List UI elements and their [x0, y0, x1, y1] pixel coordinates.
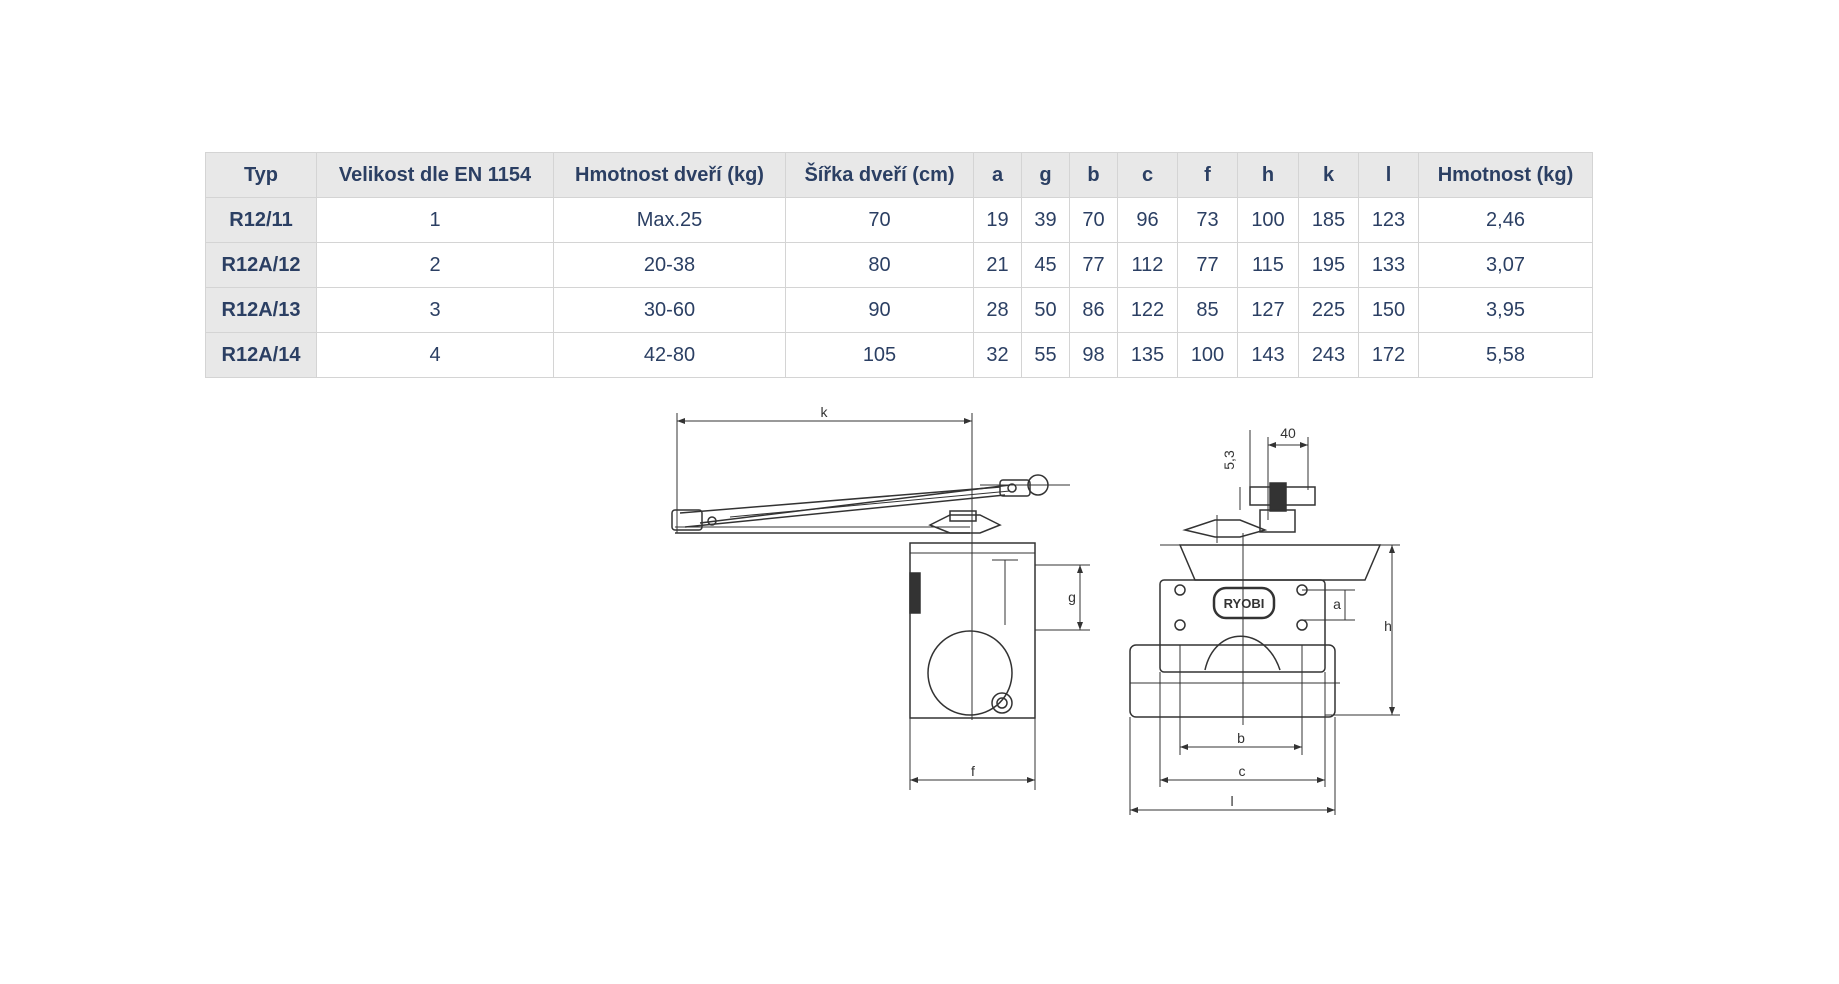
cell-type: R12A/13	[205, 287, 317, 333]
table-cell: 32	[973, 332, 1022, 378]
table-cell: 86	[1069, 287, 1118, 333]
table-cell: 70	[1069, 197, 1118, 243]
table-cell: 143	[1237, 332, 1299, 378]
table-header-row: Typ Velikost dle EN 1154 Hmotnost dveří …	[205, 152, 1593, 198]
header-h: h	[1237, 152, 1299, 198]
header-door-weight: Hmotnost dveří (kg)	[553, 152, 786, 198]
table-cell: 77	[1177, 242, 1238, 288]
header-l: l	[1358, 152, 1419, 198]
table-cell: Max.25	[553, 197, 786, 243]
table-cell: 123	[1358, 197, 1419, 243]
table-cell: 135	[1117, 332, 1178, 378]
table-cell: 42-80	[553, 332, 786, 378]
table-cell: 28	[973, 287, 1022, 333]
table-row: R12A/13 3 30-60 90 28 50 86 122 85 127 2…	[205, 287, 1593, 333]
header-b: b	[1069, 152, 1118, 198]
table-cell: 30-60	[553, 287, 786, 333]
door-closer-technical-drawing: k f g 40 5,3 a h b c l RYOBI	[671, 404, 1400, 815]
table-cell: 2	[316, 242, 554, 288]
table-cell: 3,95	[1418, 287, 1593, 333]
cell-type: R12/11	[205, 197, 317, 243]
table-cell: 133	[1358, 242, 1419, 288]
table-cell: 96	[1117, 197, 1178, 243]
header-door-width: Šířka dveří (cm)	[785, 152, 974, 198]
dim-label-c: c	[1239, 763, 1246, 779]
arm-side-view	[671, 413, 1070, 720]
table-cell: 50	[1021, 287, 1070, 333]
table-cell: 1	[316, 197, 554, 243]
dim-label-h: h	[1384, 618, 1392, 634]
body-front-view	[1129, 430, 1400, 815]
table-cell: 73	[1177, 197, 1238, 243]
table-cell: 100	[1177, 332, 1238, 378]
cell-type: R12A/12	[205, 242, 317, 288]
dim-label-b: b	[1237, 730, 1245, 746]
dim-label-5-3: 5,3	[1221, 450, 1237, 470]
table-cell: 185	[1298, 197, 1359, 243]
table-cell: 21	[973, 242, 1022, 288]
table-cell: 100	[1237, 197, 1299, 243]
table-cell: 77	[1069, 242, 1118, 288]
table-row: R12A/12 2 20-38 80 21 45 77 112 77 115 1…	[205, 242, 1593, 288]
table-cell: 5,58	[1418, 332, 1593, 378]
table-cell: 4	[316, 332, 554, 378]
dim-label-f: f	[971, 763, 975, 779]
table-cell: 172	[1358, 332, 1419, 378]
header-k: k	[1298, 152, 1359, 198]
table-cell: 98	[1069, 332, 1118, 378]
table-row: R12/11 1 Max.25 70 19 39 70 96 73 100 18…	[205, 197, 1593, 243]
table-cell: 2,46	[1418, 197, 1593, 243]
table-cell: 80	[785, 242, 974, 288]
table-cell: 45	[1021, 242, 1070, 288]
header-g: g	[1021, 152, 1070, 198]
table-cell: 150	[1358, 287, 1419, 333]
table-cell: 225	[1298, 287, 1359, 333]
brand-logo: RYOBI	[1224, 596, 1265, 611]
table-cell: 39	[1021, 197, 1070, 243]
table-cell: 112	[1117, 242, 1178, 288]
header-c: c	[1117, 152, 1178, 198]
cell-type: R12A/14	[205, 332, 317, 378]
dim-label-40: 40	[1280, 425, 1296, 441]
table-cell: 195	[1298, 242, 1359, 288]
table-cell: 115	[1237, 242, 1299, 288]
dim-label-l: l	[1230, 793, 1233, 809]
header-typ: Typ	[205, 152, 317, 198]
table-cell: 127	[1237, 287, 1299, 333]
header-size: Velikost dle EN 1154	[316, 152, 554, 198]
table-cell: 122	[1117, 287, 1178, 333]
table-cell: 105	[785, 332, 974, 378]
table-cell: 55	[1021, 332, 1070, 378]
table-cell: 3	[316, 287, 554, 333]
header-a: a	[973, 152, 1022, 198]
dim-label-a: a	[1333, 596, 1341, 612]
body-side-view	[909, 542, 1090, 790]
dim-label-g: g	[1068, 589, 1076, 605]
dim-label-k: k	[821, 404, 829, 420]
table-cell: 20-38	[553, 242, 786, 288]
table-row: R12A/14 4 42-80 105 32 55 98 135 100 143…	[205, 332, 1593, 378]
header-f: f	[1177, 152, 1238, 198]
dimensions-table: Typ Velikost dle EN 1154 Hmotnost dveří …	[205, 152, 1593, 378]
header-weight: Hmotnost (kg)	[1418, 152, 1593, 198]
table-cell: 85	[1177, 287, 1238, 333]
table-cell: 243	[1298, 332, 1359, 378]
table-cell: 3,07	[1418, 242, 1593, 288]
table-cell: 90	[785, 287, 974, 333]
table-cell: 70	[785, 197, 974, 243]
table-cell: 19	[973, 197, 1022, 243]
